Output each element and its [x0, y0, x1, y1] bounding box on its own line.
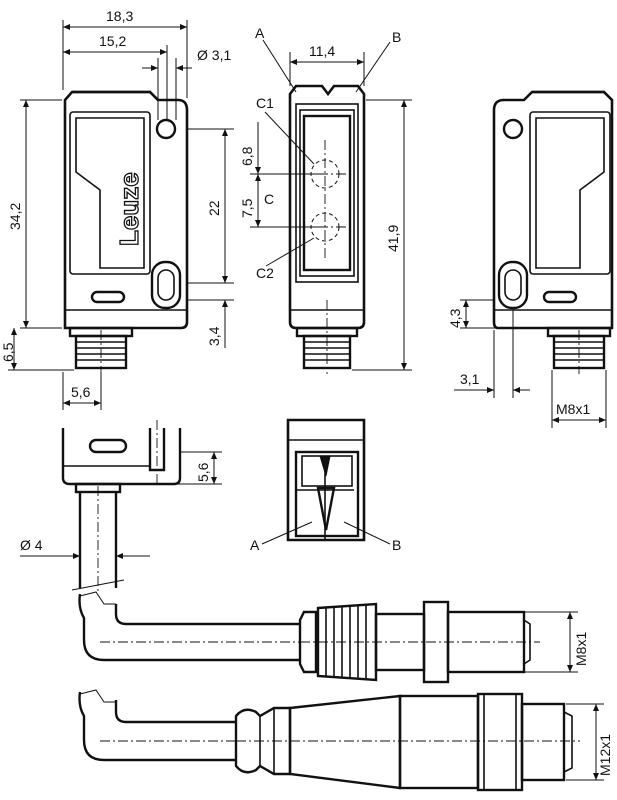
m8-plug-grip	[316, 602, 378, 682]
label-a-bottom: A	[250, 537, 260, 553]
label-c: C	[264, 191, 274, 207]
dim-plug-m12: M12x1	[597, 734, 613, 776]
optics-bottom-detail: A B	[250, 418, 401, 553]
dim-width-body: 15,2	[99, 33, 126, 49]
sensor-body-outline	[63, 90, 189, 330]
dim-front-width: 11,4	[309, 43, 335, 59]
dim-slot-offset: 3,4	[206, 326, 222, 346]
dim-cable-offset: 5,6	[195, 462, 211, 482]
mounting-hole-top	[155, 118, 177, 140]
dim-optic-c2: 7,5	[239, 198, 255, 218]
rear-view-dimensions: 4,3 3,1 M8x1	[447, 299, 607, 428]
dim-total-height: 41,9	[385, 225, 401, 252]
optics-body-outline	[288, 84, 366, 330]
rear-mounting-slot	[497, 260, 529, 310]
led-indicator	[90, 290, 126, 304]
m12-plug-body	[288, 694, 402, 790]
cable-variant-detail	[61, 420, 182, 592]
cable-m12-plug: M12x1	[78, 689, 613, 792]
front-window-frame	[69, 111, 151, 275]
dim-thread-m8: M8x1	[556, 401, 590, 417]
dim-side-offset: 3,1	[460, 371, 480, 387]
label-c2: C2	[256, 265, 274, 281]
dim-plug-m8: M8x1	[573, 632, 589, 666]
dim-height-body: 34,2	[7, 203, 23, 230]
mounting-slot	[150, 260, 182, 310]
front-view-dimensions: 18,3 15,2 Ø 3,1 34,2 22 3,4 6,5 5,6	[0, 8, 234, 410]
front-window	[75, 117, 145, 269]
optics-view-dimensions: A B 11,4 C1 C2 6,8 7,5 C 41,9	[239, 25, 412, 371]
label-a-top: A	[255, 25, 265, 41]
cable-variant-dimensions: 5,6 Ø 4	[20, 451, 222, 559]
dim-connector-width: 5,6	[71, 384, 91, 400]
optics-window	[302, 114, 352, 272]
brand-logo: Leuze	[114, 172, 144, 246]
rear-window	[535, 117, 605, 269]
optics-detail-outline	[286, 418, 366, 542]
dim-optic-c1: 6,8	[239, 146, 255, 166]
rear-mounting-hole	[502, 118, 524, 140]
dim-side-height: 4,3	[447, 308, 463, 328]
label-b-bottom: B	[392, 537, 401, 553]
label-c1: C1	[256, 95, 274, 111]
dim-hole-spacing: 22	[206, 200, 222, 216]
optics-view-sensor	[288, 84, 366, 374]
dim-cable-diameter: Ø 4	[20, 537, 43, 553]
rear-view-sensor	[492, 90, 614, 374]
front-view-sensor: Leuze	[63, 90, 189, 374]
label-b-top: B	[392, 29, 401, 45]
cable-m8-plug: M8x1	[78, 591, 589, 684]
dim-connector-height: 6,5	[0, 342, 16, 362]
dim-width-total: 18,3	[106, 8, 133, 24]
dim-hole-diameter: Ø 3,1	[197, 47, 231, 63]
